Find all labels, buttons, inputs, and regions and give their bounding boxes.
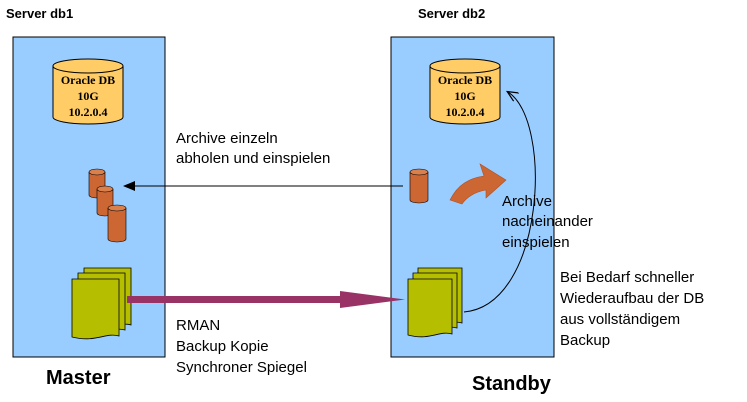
backup-documents-left [71,267,132,340]
rebuild-label-line3: aus vollständigem [560,311,680,328]
db-left-name: Oracle DB [61,73,115,87]
oracle-db-cylinder-left: Oracle DB 10G 10.2.0.4 [52,58,124,125]
archive-fetch-label-line1: Archive einzeln [176,130,278,147]
rebuild-label-line4: Backup [560,332,610,349]
archive-apply-label-line1: Archive [502,193,552,210]
apply-archive-curved-arrow [449,163,507,205]
oracle-db-cylinder-right: Oracle DB 10G 10.2.0.4 [429,58,501,125]
master-label: Master [46,367,111,389]
standby-label: Standby [472,373,552,395]
archive-fetch-label-line2: abholen und einspielen [176,150,330,167]
archive-cylinder-right [409,168,429,204]
backup-methods-line2: Backup Kopie [176,338,269,355]
db-left-version: 10G [77,89,98,103]
archive-apply-label-line2: nacheinander [502,213,593,230]
db-right-version: 10G [454,89,475,103]
db-left-release: 10.2.0.4 [69,105,108,119]
rebuild-label-line1: Bei Bedarf schneller [560,269,694,286]
server-db1-title: Server db1 [6,6,73,21]
archive-cylinder-3 [107,204,127,243]
rebuild-curved-arrow [463,92,536,313]
db-right-name: Oracle DB [438,73,492,87]
server-db2-title: Server db2 [418,6,485,21]
db-right-release: 10.2.0.4 [446,105,485,119]
rebuild-label-line2: Wiederaufbau der DB [560,290,704,307]
backup-methods-line3: Synchroner Spiegel [176,359,307,376]
archive-apply-label-line3: einspielen [502,234,570,251]
backup-methods-line1: RMAN [176,317,220,334]
backup-documents-right [407,267,463,338]
backup-transfer-arrow [127,291,405,308]
archive-logs-left [88,168,127,243]
